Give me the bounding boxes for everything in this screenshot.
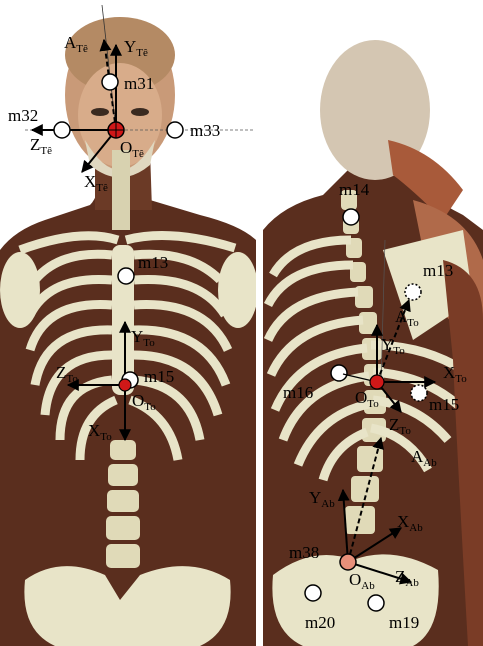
marker-m33 (167, 122, 183, 138)
label-m19: m19 (389, 613, 419, 632)
label-m13-back: m13 (423, 261, 453, 280)
origin-thorax (119, 379, 131, 391)
origin-thorax-back (370, 375, 384, 389)
right-eye (131, 108, 149, 116)
marker-m31 (102, 74, 118, 90)
label-m31: m31 (124, 74, 154, 93)
label-m33: m33 (190, 121, 220, 140)
marker-m15-back (411, 385, 427, 401)
marker-m13-back (405, 284, 421, 300)
back-view-panel: m14 m13 m16 m15 ATo YTo XTo OTo ZTo (263, 0, 483, 646)
label-head-axis-z: ZTê (30, 135, 52, 157)
marker-m14 (343, 209, 359, 225)
label-m32: m32 (8, 106, 38, 125)
marker-m20 (305, 585, 321, 601)
left-eye (91, 108, 109, 116)
label-m15: m15 (144, 367, 174, 386)
front-view-illustration: ATê YTê m31 m32 m33 ZTê OTê XTê m13 YTo … (0, 0, 256, 646)
marker-m13 (118, 268, 134, 284)
marker-m19 (368, 595, 384, 611)
label-m14: m14 (339, 180, 370, 199)
marker-m32 (54, 122, 70, 138)
back-pelvis (272, 554, 438, 646)
front-view-panel: ATê YTê m31 m32 m33 ZTê OTê XTê m13 YTo … (0, 0, 256, 646)
label-m38: m38 (289, 543, 319, 562)
marker-m16 (331, 365, 347, 381)
label-m20: m20 (305, 613, 335, 632)
cervical-spine (112, 150, 130, 230)
label-m13: m13 (138, 253, 168, 272)
back-view-illustration: m14 m13 m16 m15 ATo YTo XTo OTo ZTo (263, 0, 483, 646)
marker-m38 (340, 554, 356, 570)
label-m16: m16 (283, 383, 313, 402)
label-m15-back: m15 (429, 395, 459, 414)
